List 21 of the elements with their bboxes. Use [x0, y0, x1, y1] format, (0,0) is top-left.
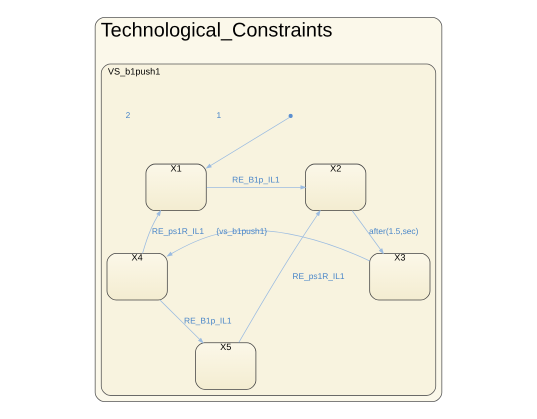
edge-label: RE_ps1R_IL1: [292, 270, 345, 281]
node-box: X5: [195, 342, 256, 390]
edge-label: RE_ps1R_IL1: [152, 226, 204, 236]
edge-label: {vs_b1push1}: [216, 226, 268, 236]
node-box: X2: [305, 164, 366, 212]
node-circle: [288, 114, 293, 118]
node-box: X3: [369, 253, 430, 300]
arrow: [166, 230, 370, 262]
node-box: X1: [146, 164, 207, 212]
arrow: [206, 185, 307, 190]
label: 1: [216, 110, 222, 120]
edge-label: RE_B1p_IL1: [184, 316, 232, 326]
node-box: X4: [106, 253, 168, 300]
edge-label: RE_B1p_IL1: [232, 174, 280, 185]
arrow: [142, 210, 162, 254]
label: 2: [126, 110, 130, 120]
arrow: [160, 300, 204, 344]
edge-label: after(1.5,sec): [369, 226, 418, 236]
arrow: [206, 116, 290, 169]
arrow: [352, 210, 384, 254]
arrow: [238, 210, 321, 343]
